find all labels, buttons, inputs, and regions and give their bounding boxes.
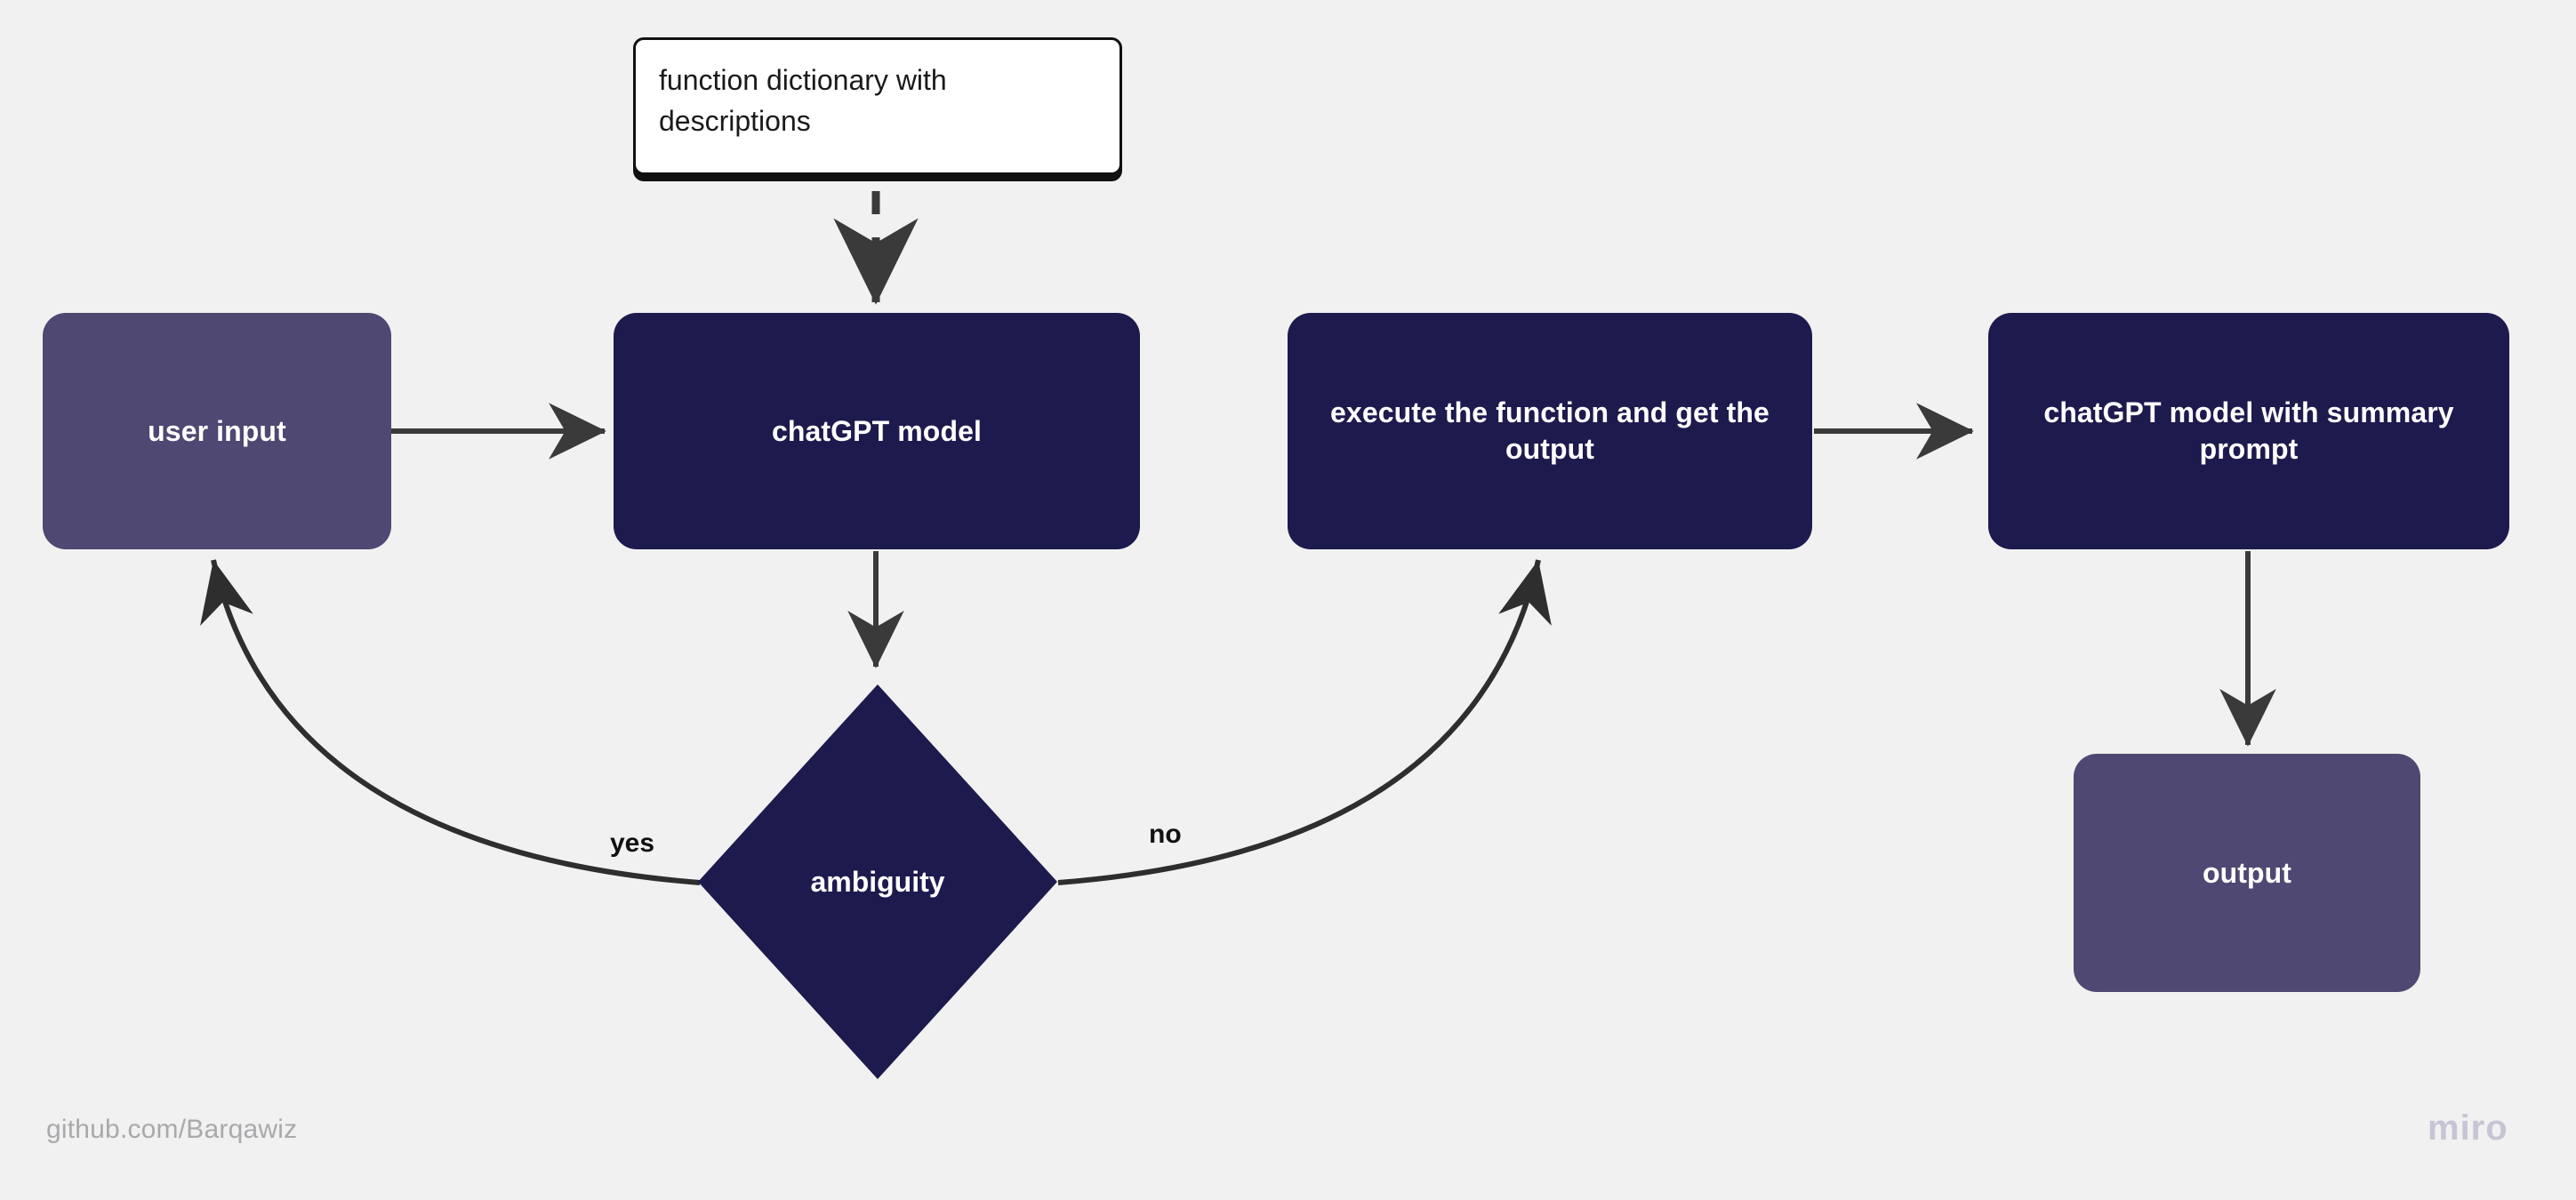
edge-label-no: no xyxy=(1149,820,1182,849)
node-output[interactable]: output xyxy=(2074,754,2420,992)
node-user-input-label: user input xyxy=(148,414,286,447)
node-output-label: output xyxy=(2202,856,2292,889)
node-execute-function[interactable]: execute the function and get the output xyxy=(1288,313,1812,549)
miro-watermark: miro xyxy=(2428,1108,2508,1148)
github-watermark: github.com/Barqawiz xyxy=(46,1115,298,1144)
node-execute-function-label: execute the function and get the output xyxy=(1330,396,1769,465)
node-chatgpt-model-label: chatGPT model xyxy=(771,414,982,447)
node-ambiguity[interactable]: ambiguity xyxy=(698,684,1057,1079)
edge-ambiguity-no xyxy=(1057,559,1552,885)
node-function-dictionary-label: function dictionary with descriptions xyxy=(659,64,947,138)
edge-label-yes: yes xyxy=(610,828,655,858)
node-function-dictionary[interactable]: function dictionary with descriptions xyxy=(633,37,1122,175)
node-user-input[interactable]: user input xyxy=(43,313,391,549)
node-chatgpt-model[interactable]: chatGPT model xyxy=(614,313,1140,549)
node-ambiguity-label: ambiguity xyxy=(810,865,945,898)
node-chatgpt-summary[interactable]: chatGPT model with summary prompt xyxy=(1988,313,2509,549)
node-chatgpt-summary-label: chatGPT model with summary prompt xyxy=(2043,396,2454,465)
